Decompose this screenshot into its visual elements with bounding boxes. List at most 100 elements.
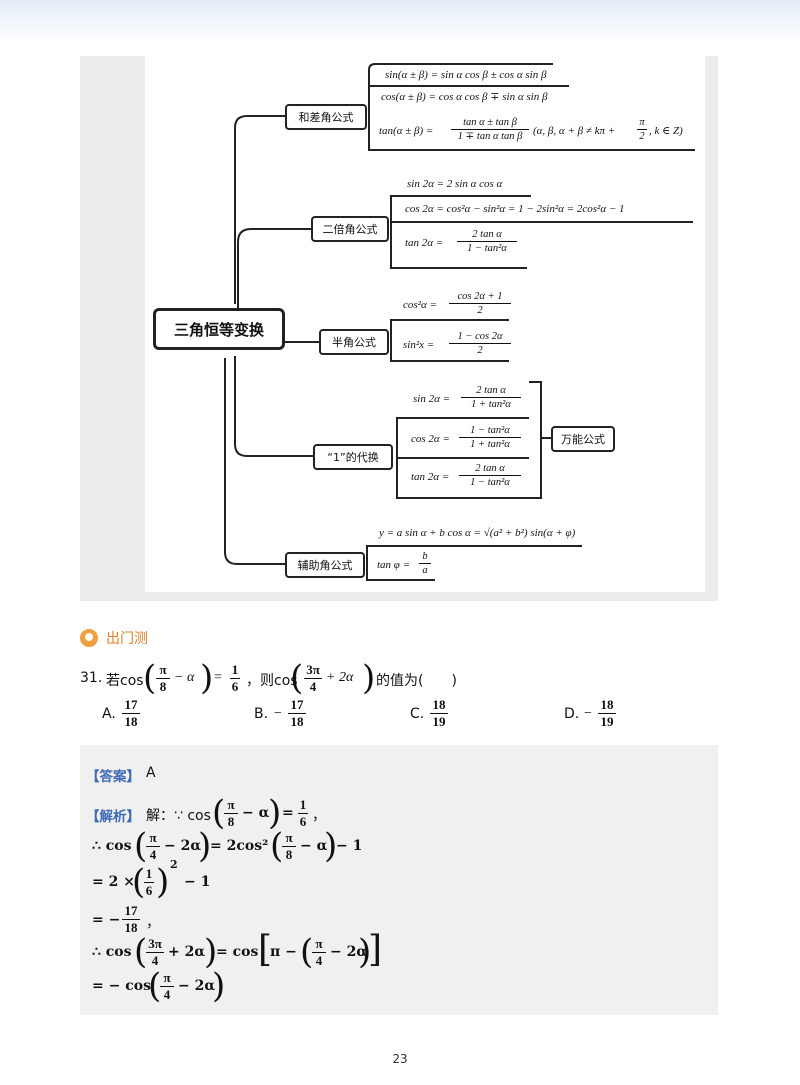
frame-hecha [368,63,695,151]
paren-close-2: ) [362,658,376,698]
l3-paren-open: ( [132,862,146,902]
formula-tan-sum-lhs: tan(α ± β) = [379,125,434,137]
frame-yi [396,417,529,499]
branch-yi-node: “1”的代换 [313,444,393,470]
l3-exp: 2 [170,858,178,871]
question-f3-tail: + 2α [326,670,354,685]
question-mid: ，则cos [246,673,298,689]
option-d-sign: − [584,706,592,721]
formula-sin-half-lhs: sin²x = [403,339,435,351]
l2-paren-close-2: ) [324,826,338,866]
formula-cos2a: cos 2α = cos²α − sin²α = 1 − 2sin²α = 2c… [405,203,625,215]
answer-value: A [146,765,156,781]
question-prefix: 若cos [106,673,144,689]
l5-bracket-open: [ [258,929,273,970]
l5-paren-close: ) [204,932,218,972]
formula-w-tan-lhs: tan 2α = [411,471,450,483]
l1-eq: = [282,805,294,821]
l5-tail2: − 2α [330,944,368,960]
l6-a: = − cos [92,978,151,994]
answer-tag: 【答案】 [86,769,140,785]
formula-aux: y = a sin α + b cos α = √(a² + b²) sin(α… [379,527,576,539]
l3-a: = 2 × [92,874,135,890]
l1-paren-open: ( [212,793,226,833]
branch-fuzhu-node: 辅助角公式 [285,552,365,578]
option-b-label: B. [254,706,269,722]
l6-paren-open: ( [148,966,162,1006]
l4-end: ， [146,915,160,931]
analysis-lead: 解：∵ cos [146,808,211,824]
option-a-label: A. [102,706,116,722]
lightbulb-icon [80,629,98,647]
section-header: 出门测 [80,628,148,648]
l5-paren-open: ( [134,932,148,972]
frame-erbei [390,195,693,269]
l2-tail2: − α [300,838,328,854]
l1-end: ， [312,808,326,824]
question-number: 31. [80,670,103,686]
formula-sin2a: sin 2α = 2 sin α cos α [407,178,503,190]
answer-panel [80,745,718,1015]
connector-fuzhu [224,358,285,565]
option-d-label: D. [564,706,580,722]
section-title: 出门测 [106,631,148,647]
connector-hecha [234,115,285,304]
l2-paren-open-2: ( [270,826,284,866]
wanneng-node: 万能公式 [551,426,615,452]
paren-close: ) [200,658,214,698]
option-b-sign: − [274,706,282,721]
formula-tan2a-lhs: tan 2α = [405,237,444,249]
formula-w-cos-lhs: cos 2α = [411,433,450,445]
l2-c: − 1 [336,838,363,854]
branch-hecha-node: 和差角公式 [285,104,367,130]
l2-paren-close: ) [198,826,212,866]
l5-paren-open-2: ( [300,932,314,972]
l5-c: π − [270,944,297,960]
formula-tan-sum-cond-end: , k ∈ Z) [649,125,683,137]
paren-open-2: ( [290,658,304,698]
formula-w-sin-lhs: sin 2α = [413,393,451,405]
l1-tail: − α [242,805,270,821]
connector-erbei [237,228,311,316]
l2-tail: − 2α [164,838,202,854]
mindmap: 三角恒等变换 和差角公式 二倍角公式 半角公式 “1”的代换 万能公式 辅助角公… [145,56,705,592]
l2-b: = 2cos² [210,838,269,854]
l2-a: ∴ cos [92,838,132,854]
l5-tail: + 2α [168,944,206,960]
l3-b: − 1 [184,874,211,890]
question-suffix: 的值为( ) [376,673,457,689]
l6-tail: − 2α [178,978,216,994]
analysis-tag: 【解析】 [86,809,140,825]
connector-yi [234,356,313,457]
question-f1-tail: − α [174,670,195,685]
frame-fuzhu [366,545,582,581]
l4-a: = − [92,912,121,928]
paren-open: ( [143,658,157,698]
bracket-wanneng [529,381,551,499]
l1-paren-close: ) [268,793,282,833]
l5-paren-close-2: ) [358,932,372,972]
